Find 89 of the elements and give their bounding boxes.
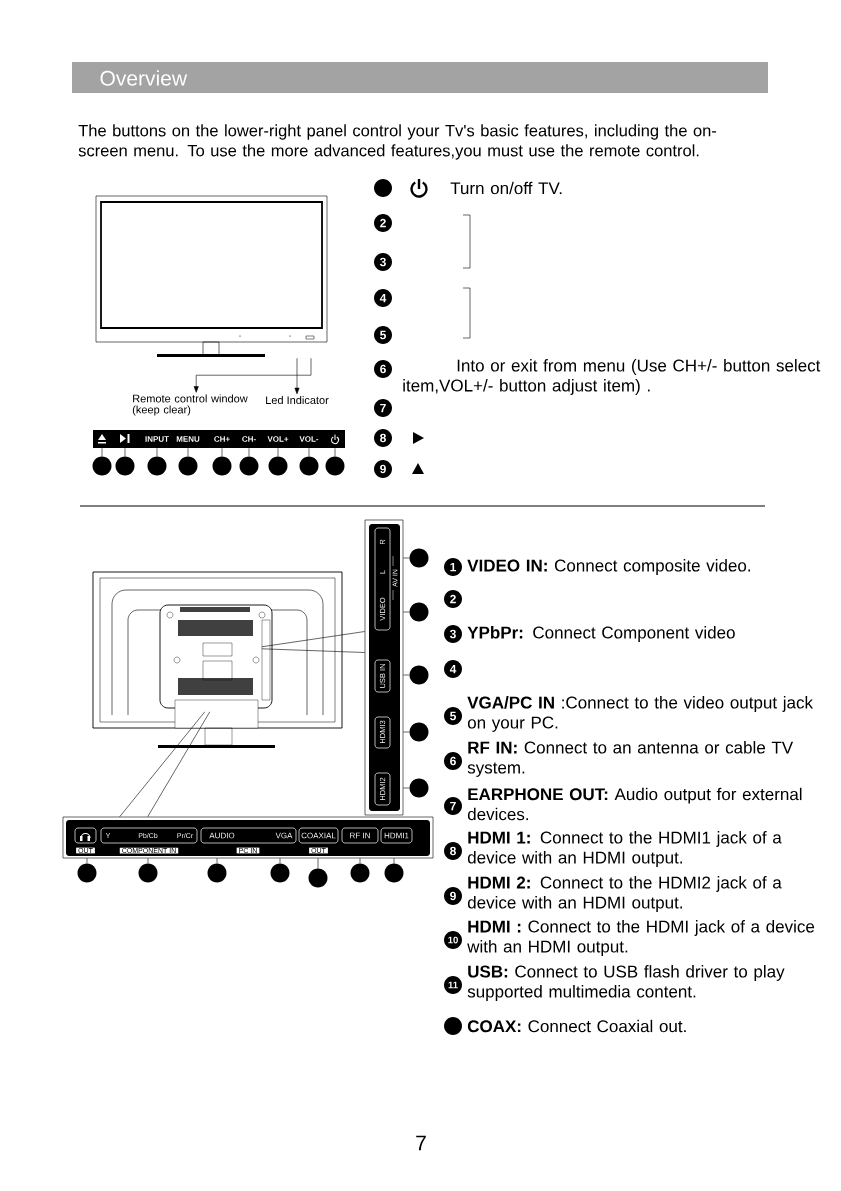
leader-line — [261, 631, 365, 648]
leader-line — [334, 447, 336, 457]
callout-dot — [270, 863, 290, 883]
leader-line — [248, 447, 250, 457]
intro-paragraph: The buttons on the lower-right panel control your Tv's basic features, including the on-screen menu. To use the more advanced features,you must use the remote control. — [78, 124, 717, 160]
callout-number: 11 — [444, 976, 462, 994]
callout-dot — [409, 778, 429, 798]
callout-number: 5 — [374, 326, 392, 344]
callout-number: 3 — [374, 253, 392, 271]
callout-dot — [77, 863, 97, 883]
callout-dot — [409, 548, 429, 568]
callout-dot — [178, 456, 198, 476]
button-strip: INPUT MENU CH+ CH- VOL+ VOL- — [93, 430, 345, 448]
callout-number: 6 — [374, 360, 392, 378]
callout-number: 4 — [374, 289, 392, 307]
description-text: Into or exit from menu (Use CH+/- button select item,VOL+/- button adjust item) . — [403, 359, 821, 395]
callout-dot — [325, 456, 345, 476]
callout-dot — [268, 456, 288, 476]
callout-dot — [138, 863, 158, 883]
leader-line — [261, 648, 365, 653]
callout-dot — [239, 456, 259, 476]
callout-dot — [115, 456, 135, 476]
callout-dot — [207, 863, 227, 883]
callout-dot — [409, 665, 429, 685]
callout-number: 7 — [444, 797, 462, 815]
leader-line — [403, 787, 410, 789]
led-indicator-label: Led Indicator — [266, 395, 329, 405]
leader-line — [403, 731, 410, 733]
page-number: 7 — [416, 1135, 426, 1151]
callout-number: 5 — [444, 707, 462, 725]
leader-line — [221, 447, 223, 457]
description-text: RF IN: Connect to an antenna or cable TV system. — [467, 741, 794, 777]
leader-line — [216, 858, 218, 864]
leader-line — [317, 858, 319, 869]
leader-line — [403, 611, 410, 613]
callout-dot — [147, 456, 167, 476]
leader-line — [308, 447, 310, 457]
description-text: HDMI : Connect to the HDMI jack of a device with an HDMI output. — [467, 920, 815, 956]
leader-line — [393, 858, 395, 864]
leader-line — [403, 674, 410, 676]
callout-number: 10 — [444, 931, 462, 949]
description-text: Turn on/off TV. — [450, 181, 562, 195]
leader-line — [86, 858, 88, 864]
callout-number: 2 — [444, 590, 462, 608]
callout-number: 3 — [444, 625, 462, 643]
arrow — [193, 357, 312, 393]
description-text: VGA/PC IN :Connect to the video output jack on your PC. — [467, 696, 814, 732]
callout-number: 6 — [444, 752, 462, 770]
callout-dot — [92, 456, 112, 476]
leader-line — [359, 858, 361, 864]
callout-number: 8 — [374, 429, 392, 447]
description-text: HDMI 2: Connect to the HDMI2 jack of a device with an HDMI output. — [467, 876, 782, 912]
callout-dot — [350, 863, 370, 883]
leader-line — [147, 858, 149, 864]
leader-line — [279, 858, 281, 864]
remote-window-label: Remote control window (keep clear) — [132, 394, 248, 416]
callout-number: 7 — [374, 399, 392, 417]
leader-line — [277, 447, 279, 457]
callout-dot — [444, 1017, 462, 1035]
leader-line — [101, 447, 103, 457]
callout-dot — [409, 722, 429, 742]
callout-number: 9 — [374, 460, 392, 478]
callout-dot — [308, 868, 328, 888]
callout-number: 9 — [444, 887, 462, 905]
leader-line — [119, 711, 206, 817]
leader-line — [187, 447, 189, 457]
leader-line — [403, 557, 410, 559]
tv-front-drawing — [95, 195, 328, 357]
callout-number: 2 — [374, 214, 392, 232]
leader-line — [124, 447, 126, 457]
description-text: COAX: Connect Coaxial out. — [467, 1019, 686, 1033]
callout-dot — [384, 863, 404, 883]
callout-dot — [374, 179, 392, 197]
description-text: VIDEO IN: Connect composite video. — [467, 559, 750, 575]
callout-number: 4 — [444, 660, 462, 678]
arrow — [294, 357, 300, 395]
description-text: YPbPr: Connect Component video — [467, 626, 735, 642]
leader-line — [147, 711, 211, 817]
description-text: HDMI 1: Connect to the HDMI1 jack of a device with an HDMI output. — [467, 831, 782, 867]
callout-dot — [299, 456, 319, 476]
callout-dot — [409, 602, 429, 622]
description-text: USB: Connect to USB flash driver to play supported multimedia content. — [467, 965, 785, 1001]
callout-dot — [212, 456, 232, 476]
description-text: EARPHONE OUT: Audio output for external devices. — [467, 787, 802, 821]
leader-line — [156, 447, 158, 457]
tv-back-drawing — [92, 571, 343, 748]
callout-number: 8 — [444, 842, 462, 860]
callout-number: 1 — [444, 558, 462, 576]
title-bar: Overview — [72, 62, 768, 93]
